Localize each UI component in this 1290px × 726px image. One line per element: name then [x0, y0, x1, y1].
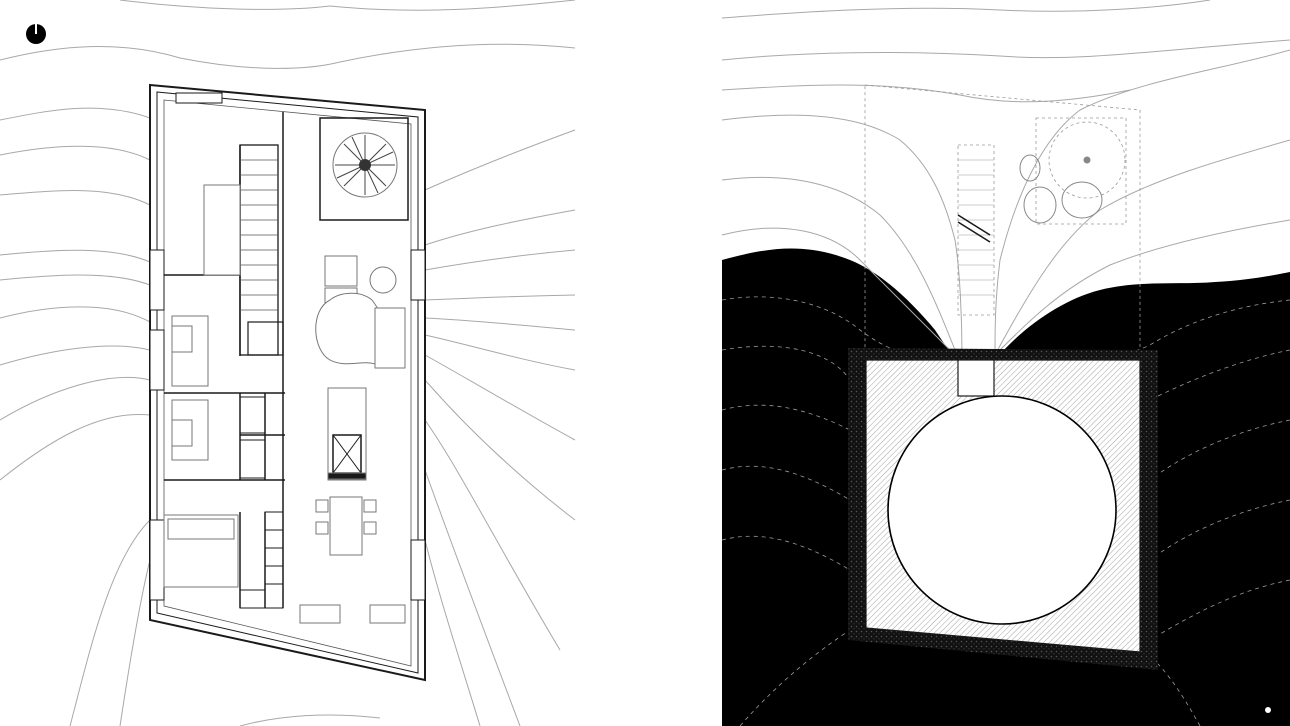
living-furniture [315, 255, 406, 369]
brand-text [1262, 694, 1284, 720]
circular-cistern [887, 395, 1117, 625]
ghost-tree-shapes [1019, 154, 1103, 224]
kitchen-dining [315, 387, 377, 556]
bedroom-furniture [163, 184, 241, 588]
right-panel-basement-plan [721, 0, 1290, 726]
ghost-stair-treads [957, 159, 994, 296]
left-contour-lines [0, 0, 576, 726]
building-outline-above [864, 84, 1141, 356]
courtyard-tree [319, 117, 409, 221]
north-arrow-icon [26, 24, 46, 44]
built-in-storage [239, 396, 406, 624]
entry-passage [957, 359, 995, 397]
archdaily-logo-icon [1262, 696, 1280, 718]
left-panel-floor-plan [0, 0, 576, 726]
right-contour-lines [721, 0, 1290, 356]
